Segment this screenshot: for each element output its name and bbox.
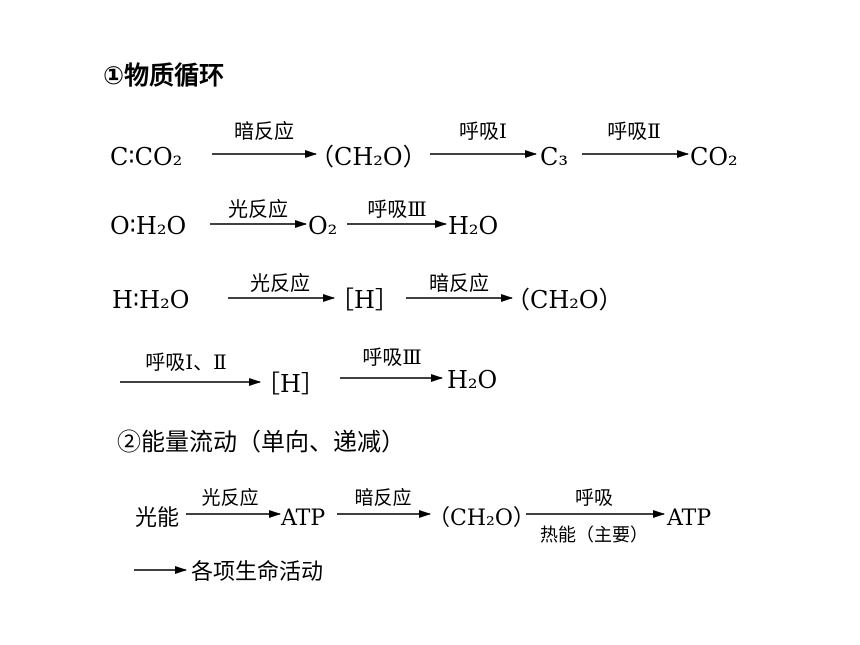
arrow-label: 暗反应 <box>429 271 489 295</box>
node: ［H］ <box>330 286 399 314</box>
arrow-label: 呼吸Ⅰ <box>459 119 507 143</box>
arrow-label: 呼吸Ⅲ <box>367 197 426 221</box>
section-title-energy-flow: ②能量流动（单向、递减） <box>117 428 405 456</box>
node: ［H］ <box>256 370 325 398</box>
row-prefix: O∶H₂O <box>110 212 186 240</box>
node: 各项生命活动 <box>191 560 323 585</box>
node: ATP <box>666 506 711 531</box>
row-hydrogen-respiration: 呼吸Ⅰ、Ⅱ ［H］ 呼吸Ⅲ H₂O <box>120 345 497 398</box>
row-carbon: C∶CO₂ 暗反应 （CH₂O） 呼吸Ⅰ C₃ 呼吸Ⅱ CO₂ <box>110 119 738 171</box>
arrow-label: 暗反应 <box>234 119 294 143</box>
node: （CH₂O） <box>310 143 427 171</box>
node: H₂O <box>448 212 498 240</box>
arrow-label: 呼吸Ⅲ <box>362 345 421 369</box>
arrow-sublabel: 热能（主要） <box>540 525 648 546</box>
arrow-label: 暗反应 <box>354 487 411 509</box>
row-prefix: 光能 <box>135 506 179 531</box>
node: ATP <box>280 506 325 531</box>
arrow-label: 呼吸Ⅱ <box>607 119 661 143</box>
row-energy-continuation: 各项生命活动 <box>134 560 323 585</box>
arrow-label: 光反应 <box>250 271 310 295</box>
node: O₂ <box>308 212 337 240</box>
row-prefix: H∶H₂O <box>112 286 189 314</box>
node: （CH₂O） <box>506 286 623 314</box>
row-prefix: C∶CO₂ <box>110 143 182 171</box>
row-oxygen: O∶H₂O 光反应 O₂ 呼吸Ⅲ H₂O <box>110 197 498 240</box>
arrow-label: 光反应 <box>201 487 258 509</box>
node: （CH₂O） <box>428 506 535 531</box>
arrow-label: 光反应 <box>228 197 288 221</box>
row-energy: 光能 光反应 ATP 暗反应 （CH₂O） 呼吸 热能（主要） ATP <box>135 487 711 546</box>
row-hydrogen: H∶H₂O 光反应 ［H］ 暗反应 （CH₂O） <box>112 271 623 314</box>
arrow-label: 呼吸Ⅰ、Ⅱ <box>145 350 227 374</box>
node: C₃ <box>540 143 568 171</box>
node: H₂O <box>447 366 497 394</box>
node: CO₂ <box>690 143 738 171</box>
arrow-label: 呼吸 <box>575 487 613 509</box>
section-title-material-cycle: ①物质循环 <box>103 61 224 90</box>
